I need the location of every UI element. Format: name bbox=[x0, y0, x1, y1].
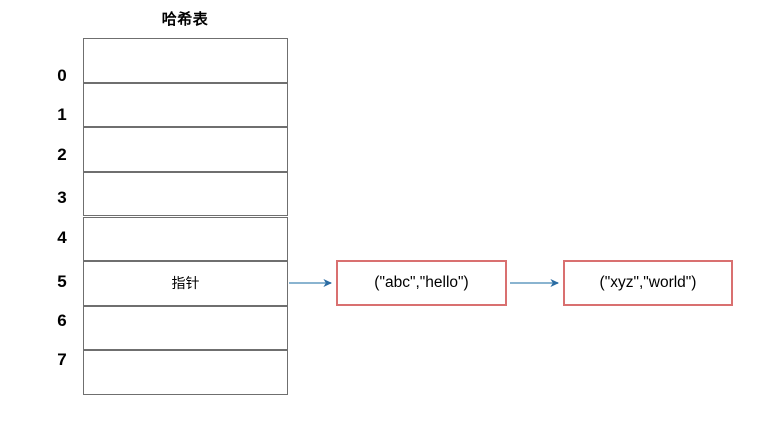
hash-table-cell-4[interactable] bbox=[83, 216, 288, 262]
bucket-index-2: 2 bbox=[57, 145, 67, 164]
hash-table-cell-5[interactable]: 指针 bbox=[83, 261, 288, 306]
hash-table-cell-2[interactable] bbox=[83, 127, 288, 172]
list-node-abc[interactable]: ("abc","hello") bbox=[336, 260, 507, 306]
bucket-index-0: 0 bbox=[57, 66, 67, 85]
hash-table-cell-0[interactable] bbox=[83, 38, 288, 83]
bucket-index-4: 4 bbox=[57, 228, 67, 247]
bucket-index-5: 5 bbox=[57, 272, 67, 291]
list-node-xyz-label: ("xyz","world") bbox=[599, 274, 697, 291]
hash-table-cell-7[interactable] bbox=[83, 350, 288, 395]
bucket-index-3: 3 bbox=[57, 188, 67, 207]
page-title: 哈希表 bbox=[161, 11, 209, 28]
bucket-index-1: 1 bbox=[57, 105, 67, 124]
bucket-index-7: 7 bbox=[57, 350, 67, 369]
hash-table-cell-1[interactable] bbox=[83, 82, 288, 128]
bucket-index-6: 6 bbox=[57, 311, 67, 330]
list-node-abc-label: ("abc","hello") bbox=[374, 274, 469, 291]
list-node-xyz[interactable]: ("xyz","world") bbox=[563, 260, 733, 306]
hash-table-cell-5-text: 指针 bbox=[171, 275, 200, 292]
hash-table-cell-6[interactable] bbox=[83, 305, 288, 351]
hash-table-cell-3[interactable] bbox=[83, 171, 288, 217]
hash-table: 指针 bbox=[83, 38, 288, 395]
